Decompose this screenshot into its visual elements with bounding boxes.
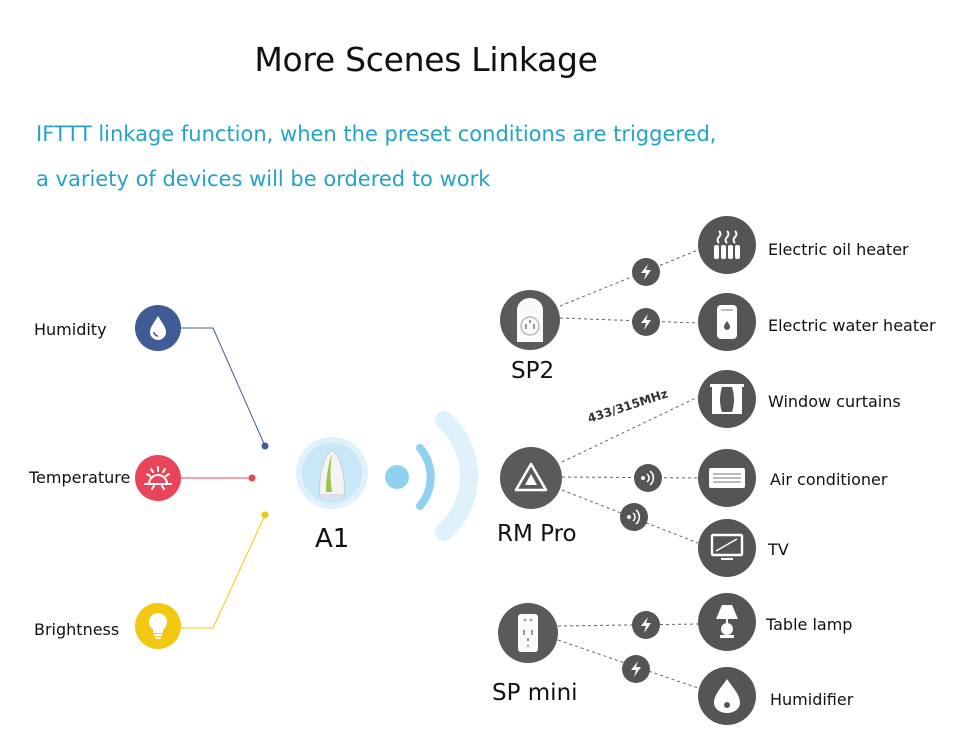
device-label-oil-heater: Electric oil heater <box>768 240 909 259</box>
oil-heater-icon <box>698 216 756 274</box>
water-heater-icon <box>698 293 756 351</box>
air-conditioner-icon <box>698 449 756 507</box>
sp-mini-label: SP mini <box>492 680 578 706</box>
a1-sensor-icon <box>302 443 362 503</box>
light-bulb-icon <box>135 603 181 649</box>
device-label-water-heater: Electric water heater <box>768 316 936 335</box>
tv-icon <box>698 519 756 577</box>
subtitle-line-2: a variety of devices will be ordered to … <box>36 167 491 191</box>
rm-aircon-link <box>561 476 699 479</box>
humidity-connector-dot <box>261 442 269 450</box>
sensor-label-temperature: Temperature <box>29 468 131 487</box>
device-label-curtains: Window curtains <box>768 392 901 411</box>
brightness-connector <box>180 514 266 629</box>
lightning-icon <box>632 308 660 336</box>
sp2-water-heater-link <box>559 317 699 324</box>
device-label-air-conditioner: Air conditioner <box>770 470 888 489</box>
table-lamp-icon <box>698 593 756 651</box>
brightness-connector-dot <box>261 511 269 519</box>
ir-signal-icon <box>620 503 648 531</box>
lightning-icon <box>622 655 650 683</box>
page-title: More Scenes Linkage <box>254 40 598 79</box>
ir-signal-icon <box>634 464 662 492</box>
device-label-humidifier: Humidifier <box>770 690 854 709</box>
humidity-connector <box>180 327 266 447</box>
sensor-label-humidity: Humidity <box>34 320 107 339</box>
water-drop-icon <box>135 305 181 351</box>
sensor-label-brightness: Brightness <box>34 620 120 639</box>
signal-wave-outer <box>435 411 479 541</box>
smart-plug-icon <box>500 290 560 350</box>
device-label-table-lamp: Table lamp <box>766 615 853 634</box>
sp2-label: SP2 <box>511 358 555 384</box>
temperature-connector-dot <box>248 474 256 482</box>
subtitle-line-1: IFTTT linkage function, when the preset … <box>36 122 717 146</box>
lightning-icon <box>632 611 660 639</box>
a1-label: A1 <box>315 524 350 554</box>
lightning-icon <box>632 258 660 286</box>
curtains-icon <box>698 370 756 428</box>
sp2-oil-heater-link <box>559 249 699 307</box>
humidifier-icon <box>698 667 756 725</box>
rm-curtains-link <box>561 396 699 463</box>
rm-pro-label: RM Pro <box>497 521 577 547</box>
sun-icon <box>135 455 181 501</box>
signal-wave-inner <box>416 444 435 510</box>
signal-dot <box>385 465 409 489</box>
smart-plug-mini-icon <box>498 603 558 663</box>
device-label-tv: TV <box>768 540 789 559</box>
spmini-lamp-link <box>557 623 699 627</box>
rm-pro-icon <box>500 447 562 509</box>
